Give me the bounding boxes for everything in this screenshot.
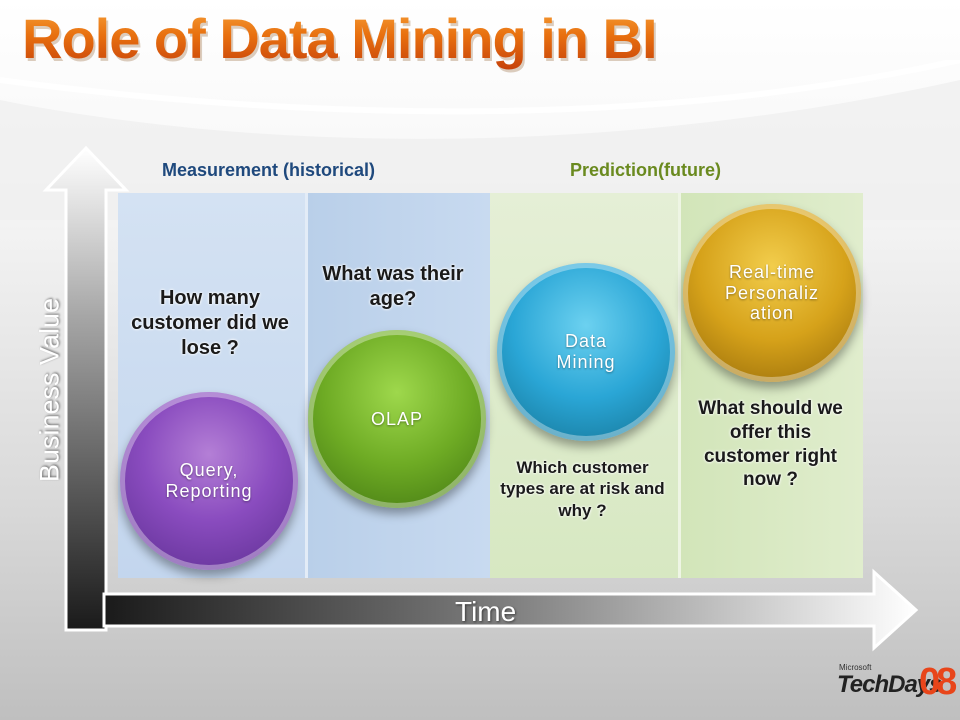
question-olap: What was their age? [322, 263, 464, 310]
stage-circle-olap: OLAP [308, 330, 486, 508]
prediction-label: Prediction(future) [570, 160, 721, 180]
stage-label-olap: OLAP [370, 408, 424, 429]
techdays-logo: Microsoft TechDays 08 [833, 661, 957, 711]
question-realtime: What should we offer this customer right… [698, 398, 843, 491]
stage-label-query-reporting: Query, Reporting [165, 460, 253, 501]
stage-label-data-mining: Data Mining [556, 331, 616, 372]
question-data-mining: Which customer types are at risk and why… [500, 458, 665, 520]
x-axis-label: Time [455, 596, 517, 627]
logo-maker: Microsoft [839, 663, 872, 672]
measurement-label: Measurement (historical) [162, 160, 376, 180]
question-query-reporting: How many customer did we lose ? [131, 287, 289, 359]
slide-title-shadow: Role of Data Mining in BI [24, 9, 660, 74]
logo-number: 08 [919, 661, 957, 703]
slide-title: Role of Data Mining in BI [22, 7, 658, 70]
stage-circle-data-mining: Data Mining [497, 263, 675, 441]
background-swoosh [0, 60, 960, 220]
y-axis-label: Business Value [34, 297, 65, 483]
stage-circle-realtime: Real-time Personaliz ation [683, 204, 861, 382]
logo-name: TechDays [837, 671, 942, 698]
stage-circle-query-reporting: Query, Reporting [120, 392, 298, 570]
stage-label-realtime: Real-time Personaliz ation [724, 261, 820, 324]
